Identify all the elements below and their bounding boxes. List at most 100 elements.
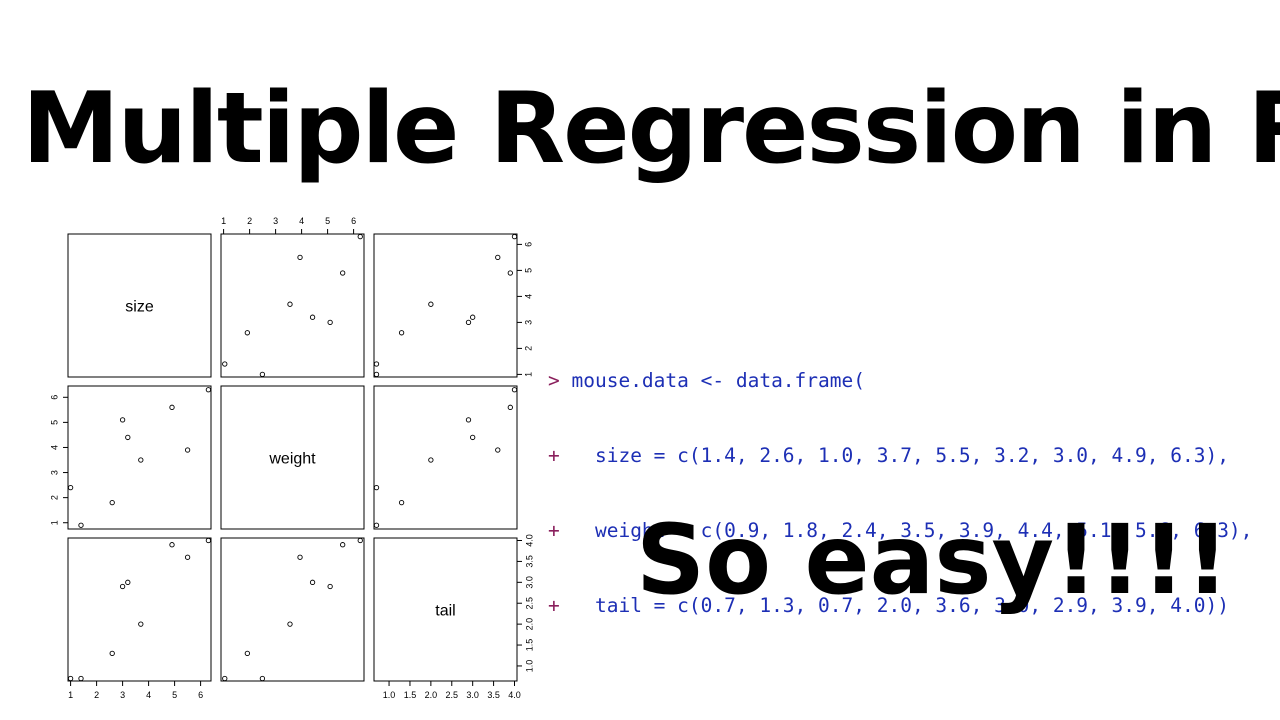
tick-label: 3.0	[524, 576, 534, 589]
data-point	[428, 457, 434, 463]
data-point	[169, 404, 175, 410]
tick-label: 4	[49, 445, 59, 450]
data-point	[495, 447, 501, 453]
data-point	[373, 484, 380, 491]
data-point	[327, 583, 333, 590]
data-point	[205, 537, 212, 544]
tick-label: 2.5	[524, 597, 534, 610]
variable-label: tail	[435, 603, 455, 620]
code-text: tail = c(0.7, 1.3, 0.7, 2.0, 3.6, 3.0, 2…	[559, 594, 1229, 617]
data-point	[184, 554, 191, 560]
tick-label: 1.0	[524, 660, 534, 673]
data-point	[297, 254, 303, 261]
tick-label: 5	[523, 268, 533, 273]
panel-frame	[67, 233, 212, 378]
tick-label: 3	[273, 216, 278, 226]
panel-frame	[220, 537, 365, 682]
code-line: + weight = c(0.9, 1.8, 2.4, 3.5, 3.9, 4.…	[548, 518, 1252, 543]
data-point	[138, 621, 144, 627]
data-point	[340, 542, 346, 548]
code-prompt: +	[548, 444, 560, 467]
tick-label: 2	[247, 216, 252, 226]
data-point	[470, 434, 476, 441]
data-point	[398, 330, 405, 336]
r-code-block: > mouse.data <- data.frame( + size = c(1…	[548, 318, 1252, 643]
data-point	[259, 371, 266, 378]
tick-label: 2.5	[446, 690, 459, 700]
data-point	[78, 522, 84, 528]
data-point	[373, 361, 380, 367]
data-point	[511, 233, 518, 240]
data-point	[222, 675, 228, 682]
code-prompt: >	[548, 369, 560, 392]
panel-frame	[67, 385, 212, 530]
tick-label: 3.5	[487, 690, 500, 700]
tick-label: 3	[120, 690, 125, 700]
code-text: size = c(1.4, 2.6, 1.0, 3.7, 5.5, 3.2, 3…	[559, 444, 1229, 467]
panel-frame	[67, 537, 212, 682]
data-point	[297, 554, 303, 560]
code-text: mouse.data <- data.frame(	[559, 369, 865, 392]
tick-label: 4	[299, 216, 304, 226]
tick-label: 5	[49, 420, 59, 425]
data-point	[67, 484, 74, 491]
data-point	[309, 579, 316, 585]
tick-label: 6	[49, 395, 59, 400]
data-point	[184, 447, 191, 453]
tick-label: 2	[94, 690, 99, 700]
panel-frame	[220, 233, 365, 378]
data-point	[222, 361, 228, 367]
tick-label: 2	[49, 495, 59, 500]
data-point	[259, 675, 266, 682]
tick-label: 1	[49, 520, 59, 525]
data-point	[470, 314, 476, 320]
tick-label: 5	[172, 690, 177, 700]
tick-label: 6	[351, 216, 356, 226]
data-point	[244, 330, 250, 336]
code-prompt: +	[548, 594, 560, 617]
data-point	[327, 319, 333, 326]
variable-label: weight	[268, 451, 316, 468]
data-point	[340, 270, 346, 276]
data-point	[465, 417, 472, 423]
data-point	[357, 233, 363, 240]
code-text: weight = c(0.9, 1.8, 2.4, 3.5, 3.9, 4.4,…	[559, 519, 1253, 542]
tick-label: 1	[523, 372, 533, 377]
code-prompt: +	[548, 519, 560, 542]
tick-label: 1	[68, 690, 73, 700]
tick-label: 3	[523, 320, 533, 325]
tick-label: 4	[146, 690, 151, 700]
tick-label: 1.5	[524, 639, 534, 652]
tick-label: 1.0	[383, 690, 396, 700]
data-point	[373, 522, 380, 528]
tick-label: 3	[49, 470, 59, 475]
code-line: + tail = c(0.7, 1.3, 0.7, 2.0, 3.6, 3.0,…	[548, 593, 1252, 618]
tick-label: 6	[523, 242, 533, 247]
data-point	[357, 537, 363, 544]
tick-label: 2.0	[425, 690, 438, 700]
tagline: So easy!!!!	[636, 504, 1230, 616]
data-point	[138, 457, 144, 463]
data-point	[507, 404, 513, 410]
variable-label: size	[125, 299, 154, 316]
tick-label: 4.0	[508, 690, 521, 700]
data-point	[119, 583, 126, 590]
tick-label: 3.0	[466, 690, 479, 700]
tick-label: 5	[325, 216, 330, 226]
tick-label: 2	[523, 346, 533, 351]
data-point	[109, 650, 115, 657]
panel-frame	[373, 537, 518, 682]
data-point	[398, 500, 405, 506]
panel-frame	[373, 385, 518, 530]
data-point	[125, 579, 131, 585]
data-point	[495, 254, 501, 261]
data-point	[511, 387, 518, 393]
data-point	[428, 301, 434, 307]
data-point	[465, 319, 472, 326]
tick-label: 4.0	[524, 534, 534, 547]
tick-label: 1	[221, 216, 226, 226]
tick-label: 6	[198, 690, 203, 700]
data-point	[109, 500, 115, 506]
data-point	[119, 417, 126, 423]
